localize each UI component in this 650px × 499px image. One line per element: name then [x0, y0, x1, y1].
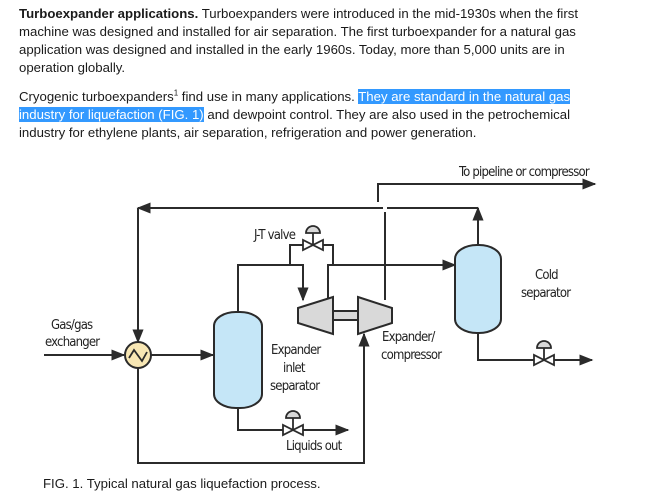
label-jt-valve: J-T valve	[253, 228, 296, 243]
exchanger-bottom-line	[137, 332, 370, 464]
label-gas-exchanger-line2: exchanger	[45, 335, 100, 350]
separator-overhead-line	[237, 264, 309, 312]
reference-superscript[interactable]: 1	[173, 88, 179, 98]
expander-outlet-line	[327, 259, 457, 300]
pipeline-outlet-line	[377, 178, 597, 202]
label-expander-compressor-line2: compressor	[381, 348, 442, 363]
liquids-out-valve-icon	[282, 410, 304, 437]
label-expander-inlet-line3: separator	[270, 379, 320, 394]
label-cold-separator-line2: separator	[521, 286, 571, 301]
liquids-out-line	[237, 400, 350, 436]
jt-bypass-line	[289, 244, 334, 265]
process-flow-diagram: To pipeline or compressor J-T valve Cold…	[44, 165, 597, 464]
paragraph-turboexpander-applications: Turboexpander applications. Turboexpande…	[19, 5, 619, 77]
paragraph-text: Cryogenic turboexpanders	[19, 89, 174, 104]
label-liquids-out: Liquids out	[286, 439, 343, 454]
paragraph-body: Turboexpanders were introduced in the mi…	[19, 6, 579, 75]
cold-separator-vessel	[454, 244, 502, 334]
label-expander-compressor-line1: Expander/	[382, 330, 435, 345]
jt-valve-icon	[302, 225, 324, 252]
expander-inlet-separator-vessel	[213, 311, 263, 409]
label-expander-inlet-line2: inlet	[283, 361, 306, 376]
paragraph-heading: Turboexpander applications.	[19, 6, 199, 21]
heat-exchanger-icon	[124, 341, 152, 369]
cold-separator-valve-icon	[533, 340, 555, 367]
label-cold-separator-line1: Cold	[535, 268, 558, 283]
paragraph-cryogenic-turboexpanders: Cryogenic turboexpanders1 find use in ma…	[19, 88, 619, 142]
label-to-pipeline: To pipeline or compressor	[458, 165, 590, 180]
expander-compressor-icon	[297, 295, 393, 336]
label-gas-exchanger-line1: Gas/gas	[51, 318, 93, 333]
paragraph-text: find use in many applications.	[178, 89, 359, 104]
paragraph-text: and dewpoint control. They are also used…	[19, 107, 570, 140]
label-expander-inlet-line1: Expander	[271, 343, 321, 358]
figure-caption: FIG. 1. Typical natural gas liquefaction…	[43, 476, 321, 491]
